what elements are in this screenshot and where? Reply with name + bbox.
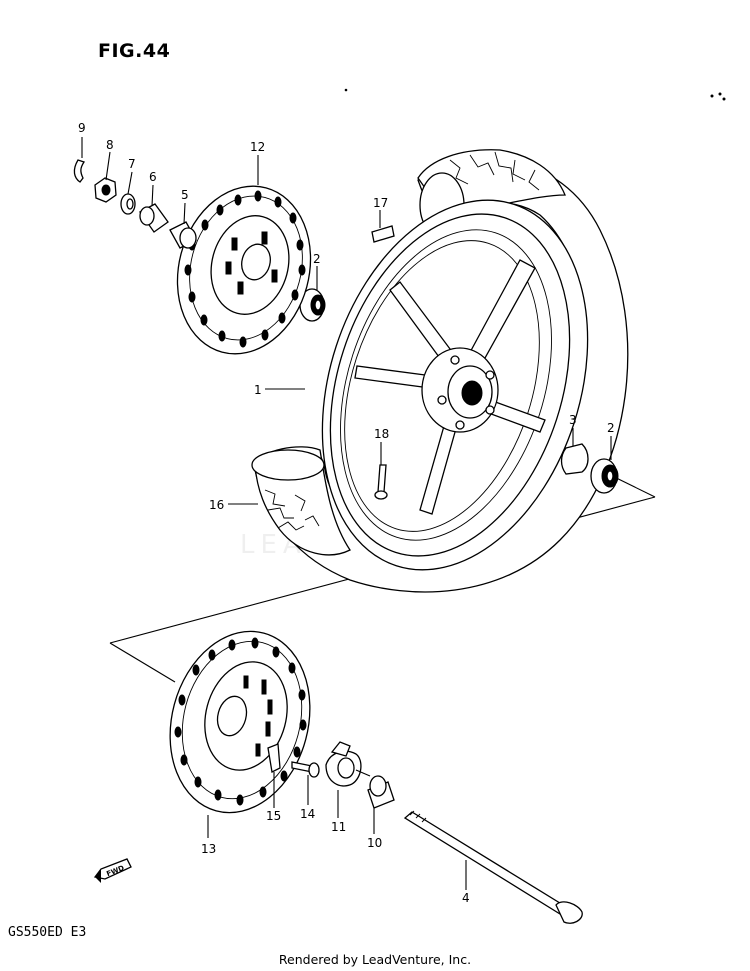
balance-weight[interactable]: [371, 225, 395, 243]
brake-disc-lower[interactable]: [151, 616, 330, 829]
valve-stem[interactable]: [374, 464, 388, 500]
disc-bolt[interactable]: [291, 761, 320, 778]
disc-spacer[interactable]: [169, 221, 197, 249]
callout-10: 10: [367, 836, 382, 850]
axle-nut[interactable]: [94, 177, 117, 203]
callout-3: 3: [569, 413, 577, 427]
forward-arrow-icon: FWD: [93, 858, 132, 883]
callout-2-right: 2: [607, 421, 615, 435]
callout-1: 1: [254, 383, 262, 397]
speedometer-gearbox[interactable]: [325, 741, 371, 787]
front-axle[interactable]: [403, 810, 583, 924]
wheel-rim[interactable]: [277, 166, 632, 605]
callout-2-upper: 2: [313, 252, 321, 266]
footer-credit: Rendered by LeadVenture, Inc.: [278, 952, 472, 967]
callout-8: 8: [106, 138, 114, 152]
callout-12: 12: [250, 140, 265, 154]
callout-18: 18: [374, 427, 389, 441]
callout-7: 7: [128, 157, 136, 171]
washer[interactable]: [120, 193, 136, 215]
callout-14: 14: [300, 807, 315, 821]
callout-5: 5: [181, 188, 189, 202]
callout-labels: 9 8 7 6 5 12 17 2 1 18 3 2 16 13 15 14 1…: [78, 121, 615, 905]
callout-15: 15: [266, 809, 281, 823]
bearing-right[interactable]: [590, 458, 619, 494]
callout-6: 6: [149, 170, 157, 184]
callout-13: 13: [201, 842, 216, 856]
lock-washer[interactable]: [267, 743, 281, 773]
callout-9: 9: [78, 121, 86, 135]
axle-spacer[interactable]: [367, 775, 395, 809]
spacer-sleeve[interactable]: [139, 203, 169, 233]
figure-title: FIG.44: [98, 40, 171, 62]
leader-lines: [81, 137, 612, 890]
spacer-right[interactable]: [560, 443, 589, 475]
callout-17: 17: [373, 196, 388, 210]
model-code: GS550ED E3: [8, 925, 87, 940]
cotter-pin[interactable]: [73, 159, 86, 183]
scan-specks: [344, 88, 726, 101]
brake-disc-upper[interactable]: [159, 171, 329, 369]
callout-11: 11: [331, 820, 346, 834]
callout-4: 4: [462, 891, 470, 905]
callout-16: 16: [209, 498, 224, 512]
